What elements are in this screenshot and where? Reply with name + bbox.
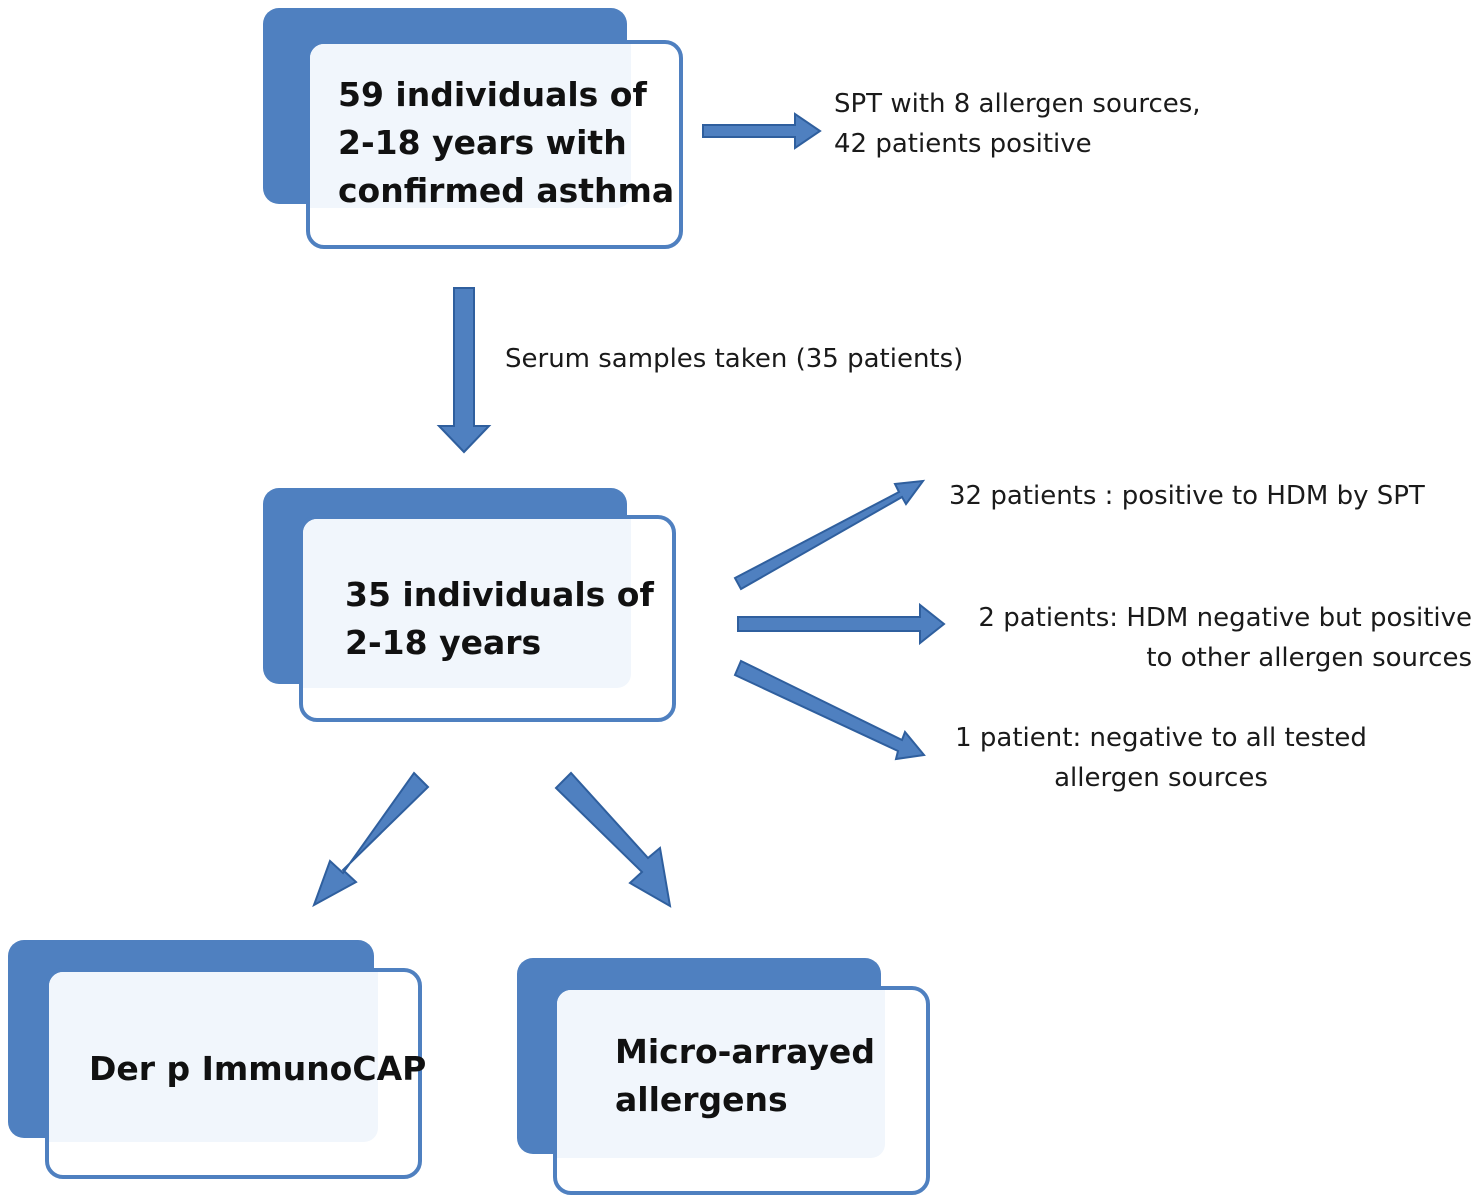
hdm-negative-annotation: 2 patients: HDM negative but positive to… <box>948 598 1472 678</box>
microarray-box-tint <box>557 990 885 1158</box>
top-box <box>306 40 683 249</box>
middle-box-label: 35 individuals of 2-18 years <box>345 571 654 667</box>
spt-annotation: SPT with 8 allergen sources, 42 patients… <box>834 84 1201 164</box>
top-box-label: 59 individuals of 2-18 years with confir… <box>338 71 674 215</box>
top-box-line: 2-18 years with <box>338 123 627 162</box>
arrow-middle-to-microarray <box>554 771 672 908</box>
arrow-top-to-spt <box>702 112 822 150</box>
hdm-negative-line: 2 patients: HDM negative but positive <box>978 603 1472 633</box>
middle-box <box>299 515 676 722</box>
microarray-box-line: Micro-arrayed <box>615 1032 875 1071</box>
hdm-positive-annotation: 32 patients : positive to HDM by SPT <box>949 481 1425 511</box>
top-box-line: 59 individuals of <box>338 75 647 114</box>
immunocap-box <box>45 968 422 1179</box>
all-negative-line: allergen sources <box>1054 763 1268 793</box>
middle-box-tint <box>303 519 631 688</box>
arrow-top-to-middle <box>436 287 492 454</box>
arrow-middle-to-immunocap <box>312 771 430 908</box>
spt-annotation-line: 42 patients positive <box>834 129 1092 159</box>
top-box-tint <box>310 44 631 208</box>
microarray-box-label: Micro-arrayed allergens <box>615 1028 875 1124</box>
immunocap-box-line: Der p ImmunoCAP <box>89 1049 427 1088</box>
arrow-middle-to-all-negative <box>733 659 926 761</box>
arrow-middle-to-hdm-negative <box>737 602 946 646</box>
middle-box-line: 2-18 years <box>345 623 542 662</box>
all-negative-line: 1 patient: negative to all tested <box>955 723 1367 753</box>
hdm-negative-line: to other allergen sources <box>1146 643 1472 673</box>
top-box-line: confirmed asthma <box>338 171 675 210</box>
all-negative-annotation: 1 patient: negative to all tested allerg… <box>949 718 1373 798</box>
spt-annotation-line: SPT with 8 allergen sources, <box>834 89 1201 119</box>
serum-annotation: Serum samples taken (35 patients) <box>505 344 964 374</box>
middle-box-line: 35 individuals of <box>345 575 654 614</box>
immunocap-box-label: Der p ImmunoCAP <box>89 1045 426 1093</box>
arrow-middle-to-hdm-positive <box>733 479 926 591</box>
microarray-box <box>553 986 930 1195</box>
immunocap-box-tint <box>49 972 378 1142</box>
microarray-box-line: allergens <box>615 1080 788 1119</box>
